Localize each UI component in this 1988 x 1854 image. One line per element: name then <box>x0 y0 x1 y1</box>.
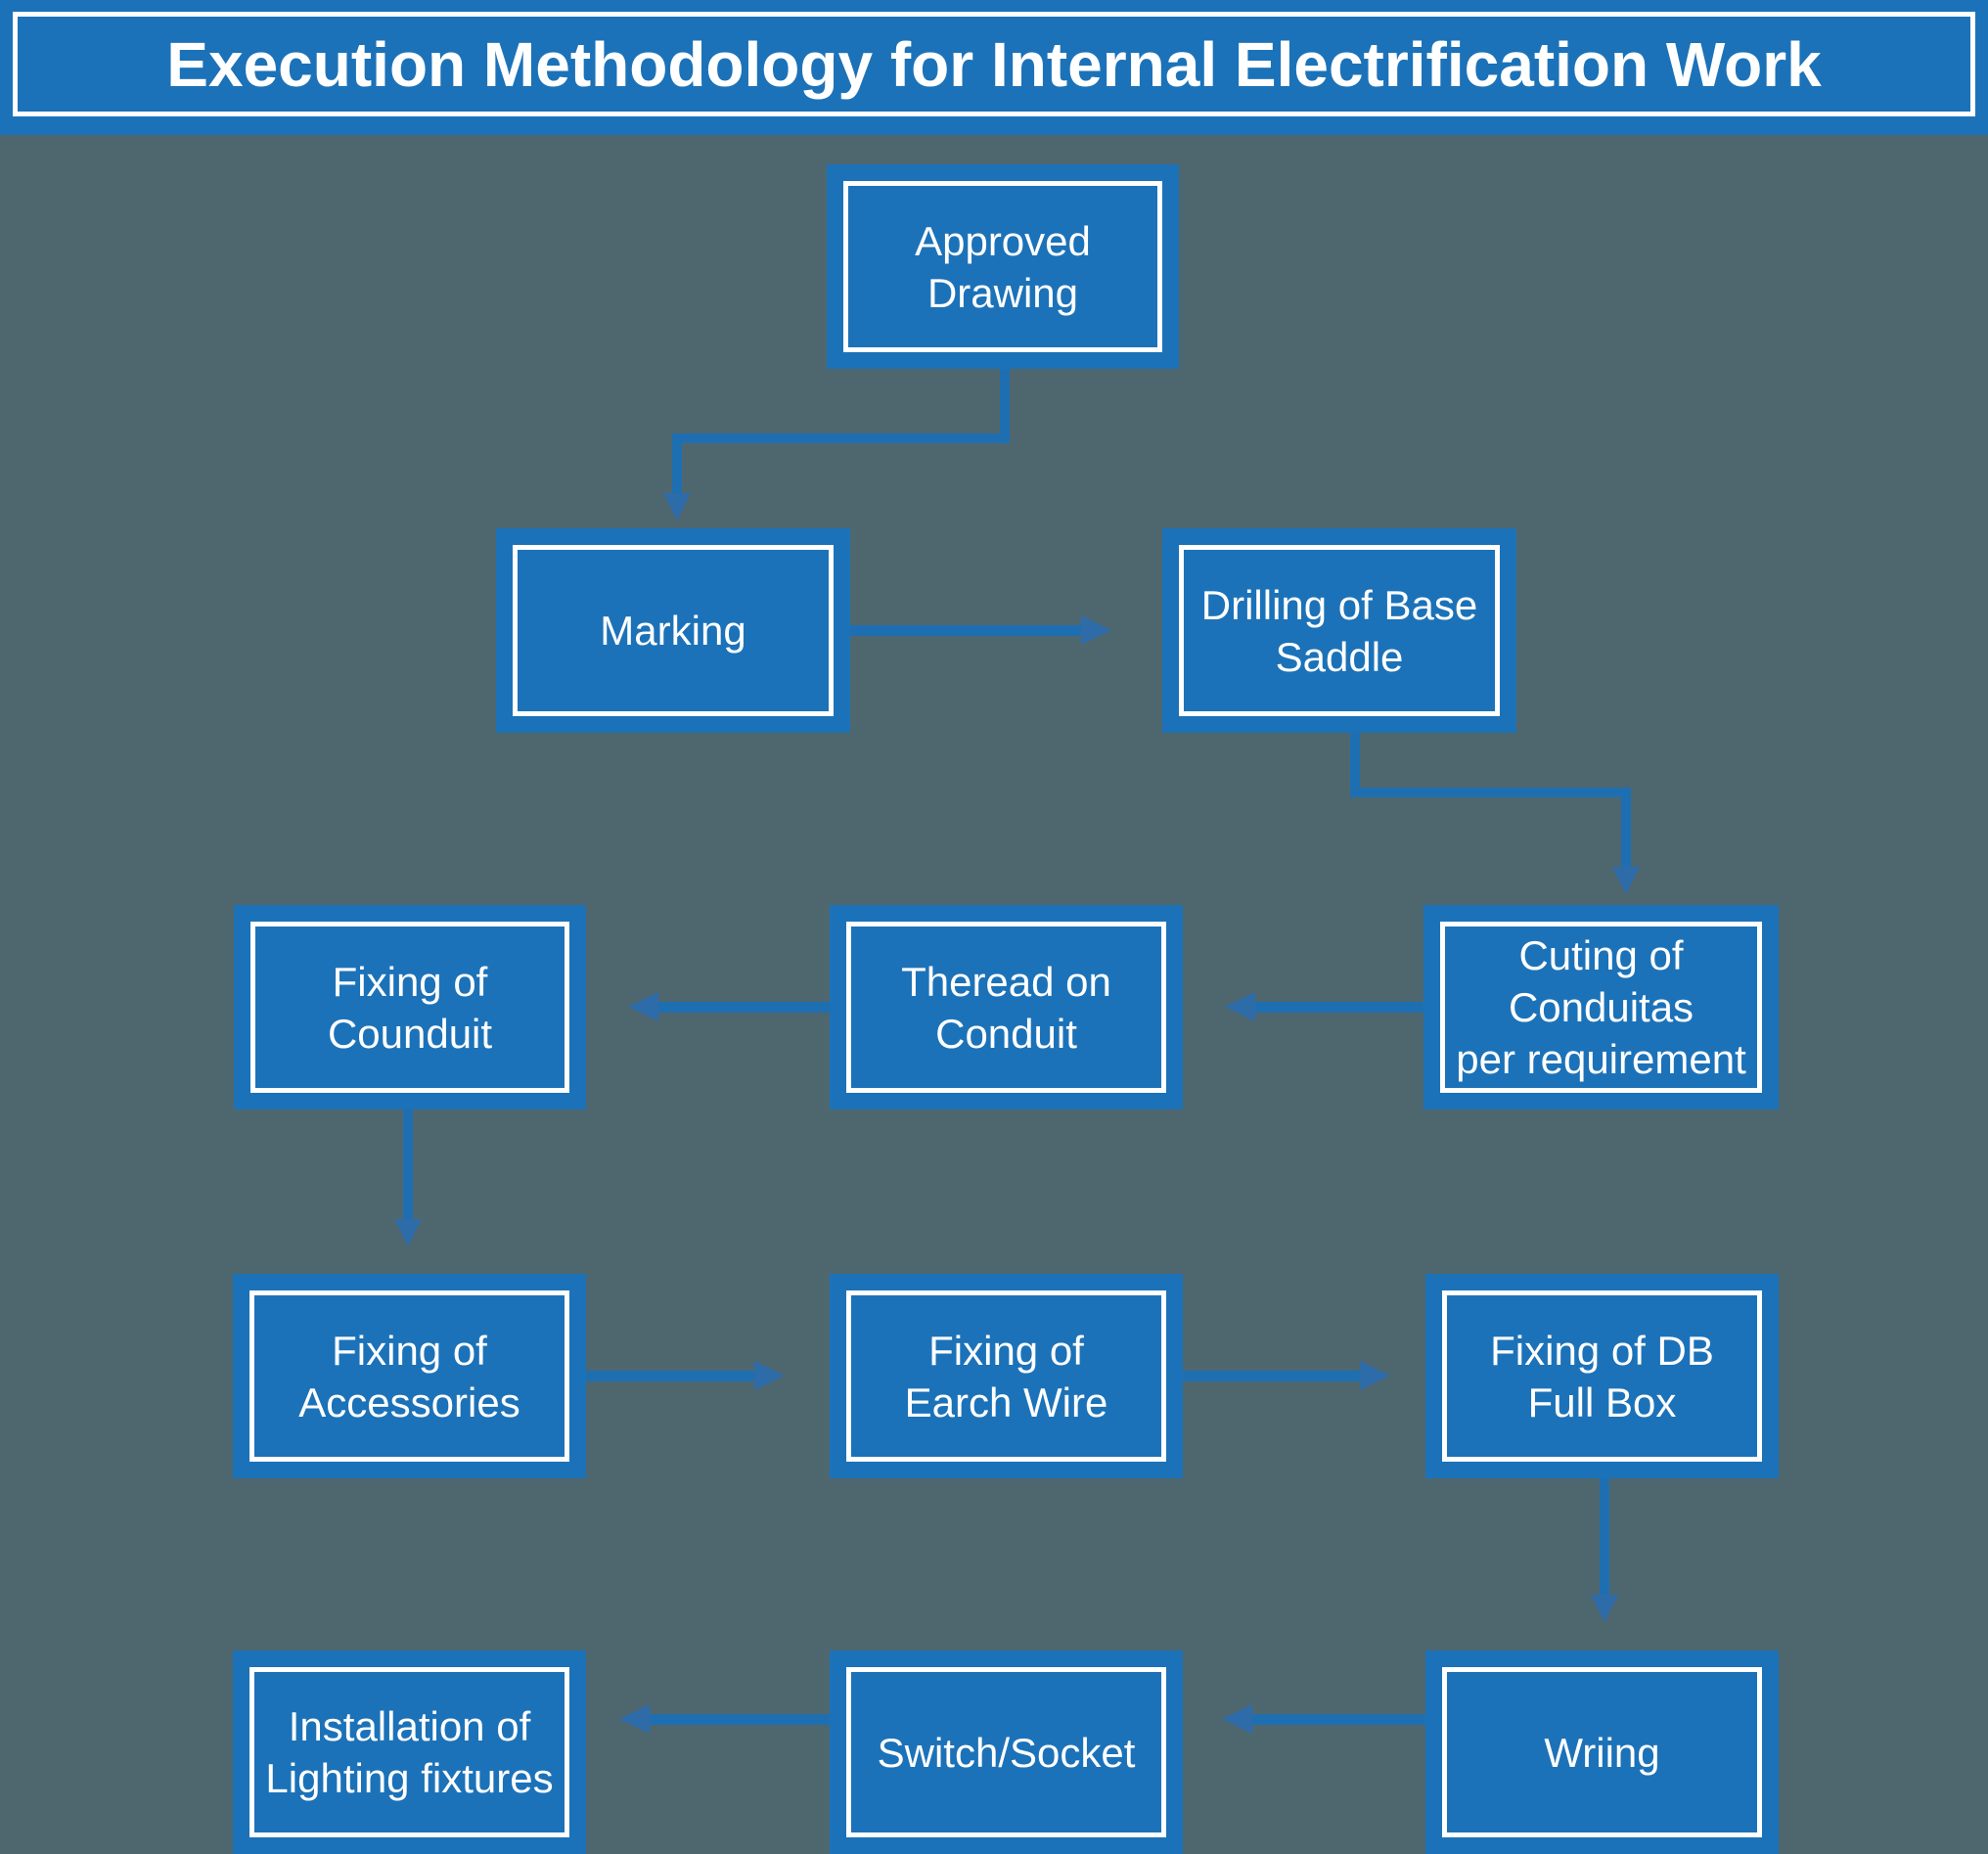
flow-node-label: Marking <box>518 605 829 656</box>
flow-node-label-line: Accessories <box>298 1379 520 1425</box>
connector-fixing-of-accessories-to-fixing-of-earch-wire <box>586 1371 754 1381</box>
flow-node-label-line: Conduit <box>935 1010 1077 1057</box>
flow-node-wriing: Wriing <box>1425 1651 1779 1854</box>
flow-node-label: Fixing of DB Full Box <box>1447 1325 1757 1428</box>
title-banner: Execution Methodology for Internal Elect… <box>0 0 1988 135</box>
flow-node-label-line: Marking <box>600 608 746 654</box>
flow-node-fixing-of-db-full-box: Fixing of DB Full Box <box>1425 1274 1779 1478</box>
flow-node-label-line: Approved <box>915 217 1091 264</box>
flow-node-fixing-of-earch-wire: Fixing of Earch Wire <box>830 1274 1183 1478</box>
flow-node-label-line: Switch/Socket <box>877 1729 1136 1776</box>
flow-node-label: Theread on Conduit <box>851 956 1161 1060</box>
arrowhead-right-icon <box>1360 1361 1390 1390</box>
arrowhead-left-icon <box>628 992 658 1021</box>
flow-node-label: Fixing of Earch Wire <box>851 1325 1161 1428</box>
flow-node-theread-on-conduit: Theread on Conduit <box>830 905 1183 1109</box>
connector-fixing-of-earch-wire-to-fixing-of-db-full-box <box>1183 1371 1360 1381</box>
arrowhead-left-icon <box>619 1704 650 1734</box>
arrowhead-down-icon <box>1591 1595 1618 1622</box>
arrowhead-down-icon <box>663 493 691 520</box>
connector-drilling-of-base-saddle-to-cuting-of-conduitas <box>1621 797 1631 867</box>
flow-node-label-line: Installation of <box>288 1703 531 1749</box>
flow-node-label: Switch/Socket <box>851 1727 1161 1779</box>
arrowhead-down-icon <box>394 1219 422 1246</box>
connector-approved-drawing-to-marking <box>1000 369 1010 443</box>
flow-node-label-line: Fixing of <box>332 958 488 1005</box>
flow-node-border: Switch/Socket <box>846 1667 1166 1837</box>
flow-node-cuting-of-conduitas: Cuting of Conduitas per requirement <box>1423 905 1779 1109</box>
flow-node-border: Fixing of Earch Wire <box>846 1290 1166 1462</box>
flow-node-label: Fixing of Accessories <box>254 1325 565 1428</box>
connector-drilling-of-base-saddle-to-cuting-of-conduitas <box>1350 788 1631 797</box>
flow-node-label-line: Theread on <box>901 958 1111 1005</box>
flow-node-border: Installation of Lighting fixtures <box>249 1667 569 1837</box>
flow-node-label-line: Drawing <box>926 269 1079 316</box>
flow-node-label-line: Drilling of Base <box>1200 581 1478 628</box>
connector-fixing-of-counduit-to-fixing-of-accessories <box>403 1109 413 1220</box>
flow-node-label-line: Conduitas <box>1508 984 1694 1030</box>
title-banner-border: Execution Methodology for Internal Elect… <box>13 12 1975 116</box>
connector-marking-to-drilling-of-base-saddle <box>850 625 1082 636</box>
flow-node-label-line: Earch Wire <box>904 1379 1108 1425</box>
flow-node-installation-of-lighting-fixtures: Installation of Lighting fixtures <box>233 1651 586 1854</box>
flow-node-label: Cuting of Conduitas per requirement <box>1445 929 1757 1085</box>
flow-node-border: Cuting of Conduitas per requirement <box>1440 922 1762 1093</box>
flow-node-border: Wriing <box>1442 1667 1762 1837</box>
flow-node-label-line: Lighting fixtures <box>265 1755 554 1801</box>
flow-node-border: Fixing of Accessories <box>249 1290 569 1462</box>
flow-node-border: Fixing of DB Full Box <box>1442 1290 1762 1462</box>
arrowhead-down-icon <box>1612 867 1640 894</box>
connector-approved-drawing-to-marking <box>672 443 682 493</box>
flow-node-fixing-of-counduit: Fixing of Counduit <box>234 905 586 1109</box>
arrowhead-left-icon <box>1222 1704 1252 1734</box>
flow-node-border: Fixing of Counduit <box>250 922 569 1093</box>
flow-node-marking: Marking <box>496 528 850 733</box>
arrowhead-right-icon <box>754 1361 785 1390</box>
flow-node-label: Wriing <box>1447 1727 1757 1779</box>
flow-node-label-line: Fixing of <box>332 1327 487 1374</box>
page-title: Execution Methodology for Internal Elect… <box>166 28 1822 100</box>
arrowhead-left-icon <box>1225 992 1255 1021</box>
connector-drilling-of-base-saddle-to-cuting-of-conduitas <box>1350 733 1360 797</box>
flow-node-label-line: Wriing <box>1544 1729 1660 1776</box>
flow-node-label-line: Full Box <box>1527 1379 1677 1425</box>
connector-cuting-of-conduitas-to-theread-on-conduit <box>1255 1002 1423 1013</box>
connector-switch-socket-to-installation-of-lighting-fixtures <box>650 1714 830 1725</box>
flow-node-label-line: Fixing of <box>928 1327 1084 1374</box>
connector-approved-drawing-to-marking <box>672 433 1010 443</box>
flow-node-label-line: Cuting of <box>1518 932 1684 978</box>
connector-fixing-of-db-full-box-to-wriing <box>1600 1478 1609 1595</box>
connector-theread-on-conduit-to-fixing-of-counduit <box>658 1002 830 1013</box>
flow-node-label-line: Saddle <box>1275 633 1404 680</box>
connector-wriing-to-switch-socket <box>1252 1714 1425 1725</box>
flow-node-label-line: Counduit <box>327 1010 493 1057</box>
flow-node-label: Installation of Lighting fixtures <box>254 1700 565 1804</box>
flow-node-label-line: Fixing of DB <box>1490 1327 1714 1374</box>
flow-node-border: Marking <box>513 545 834 716</box>
flow-node-fixing-of-accessories: Fixing of Accessories <box>233 1274 586 1478</box>
flow-node-label: Fixing of Counduit <box>255 956 565 1060</box>
flow-node-label-line: per requirement <box>1456 1036 1746 1082</box>
arrowhead-right-icon <box>1081 615 1111 645</box>
flow-node-border: Theread on Conduit <box>846 922 1166 1093</box>
flow-node-switch-socket: Switch/Socket <box>830 1651 1183 1854</box>
